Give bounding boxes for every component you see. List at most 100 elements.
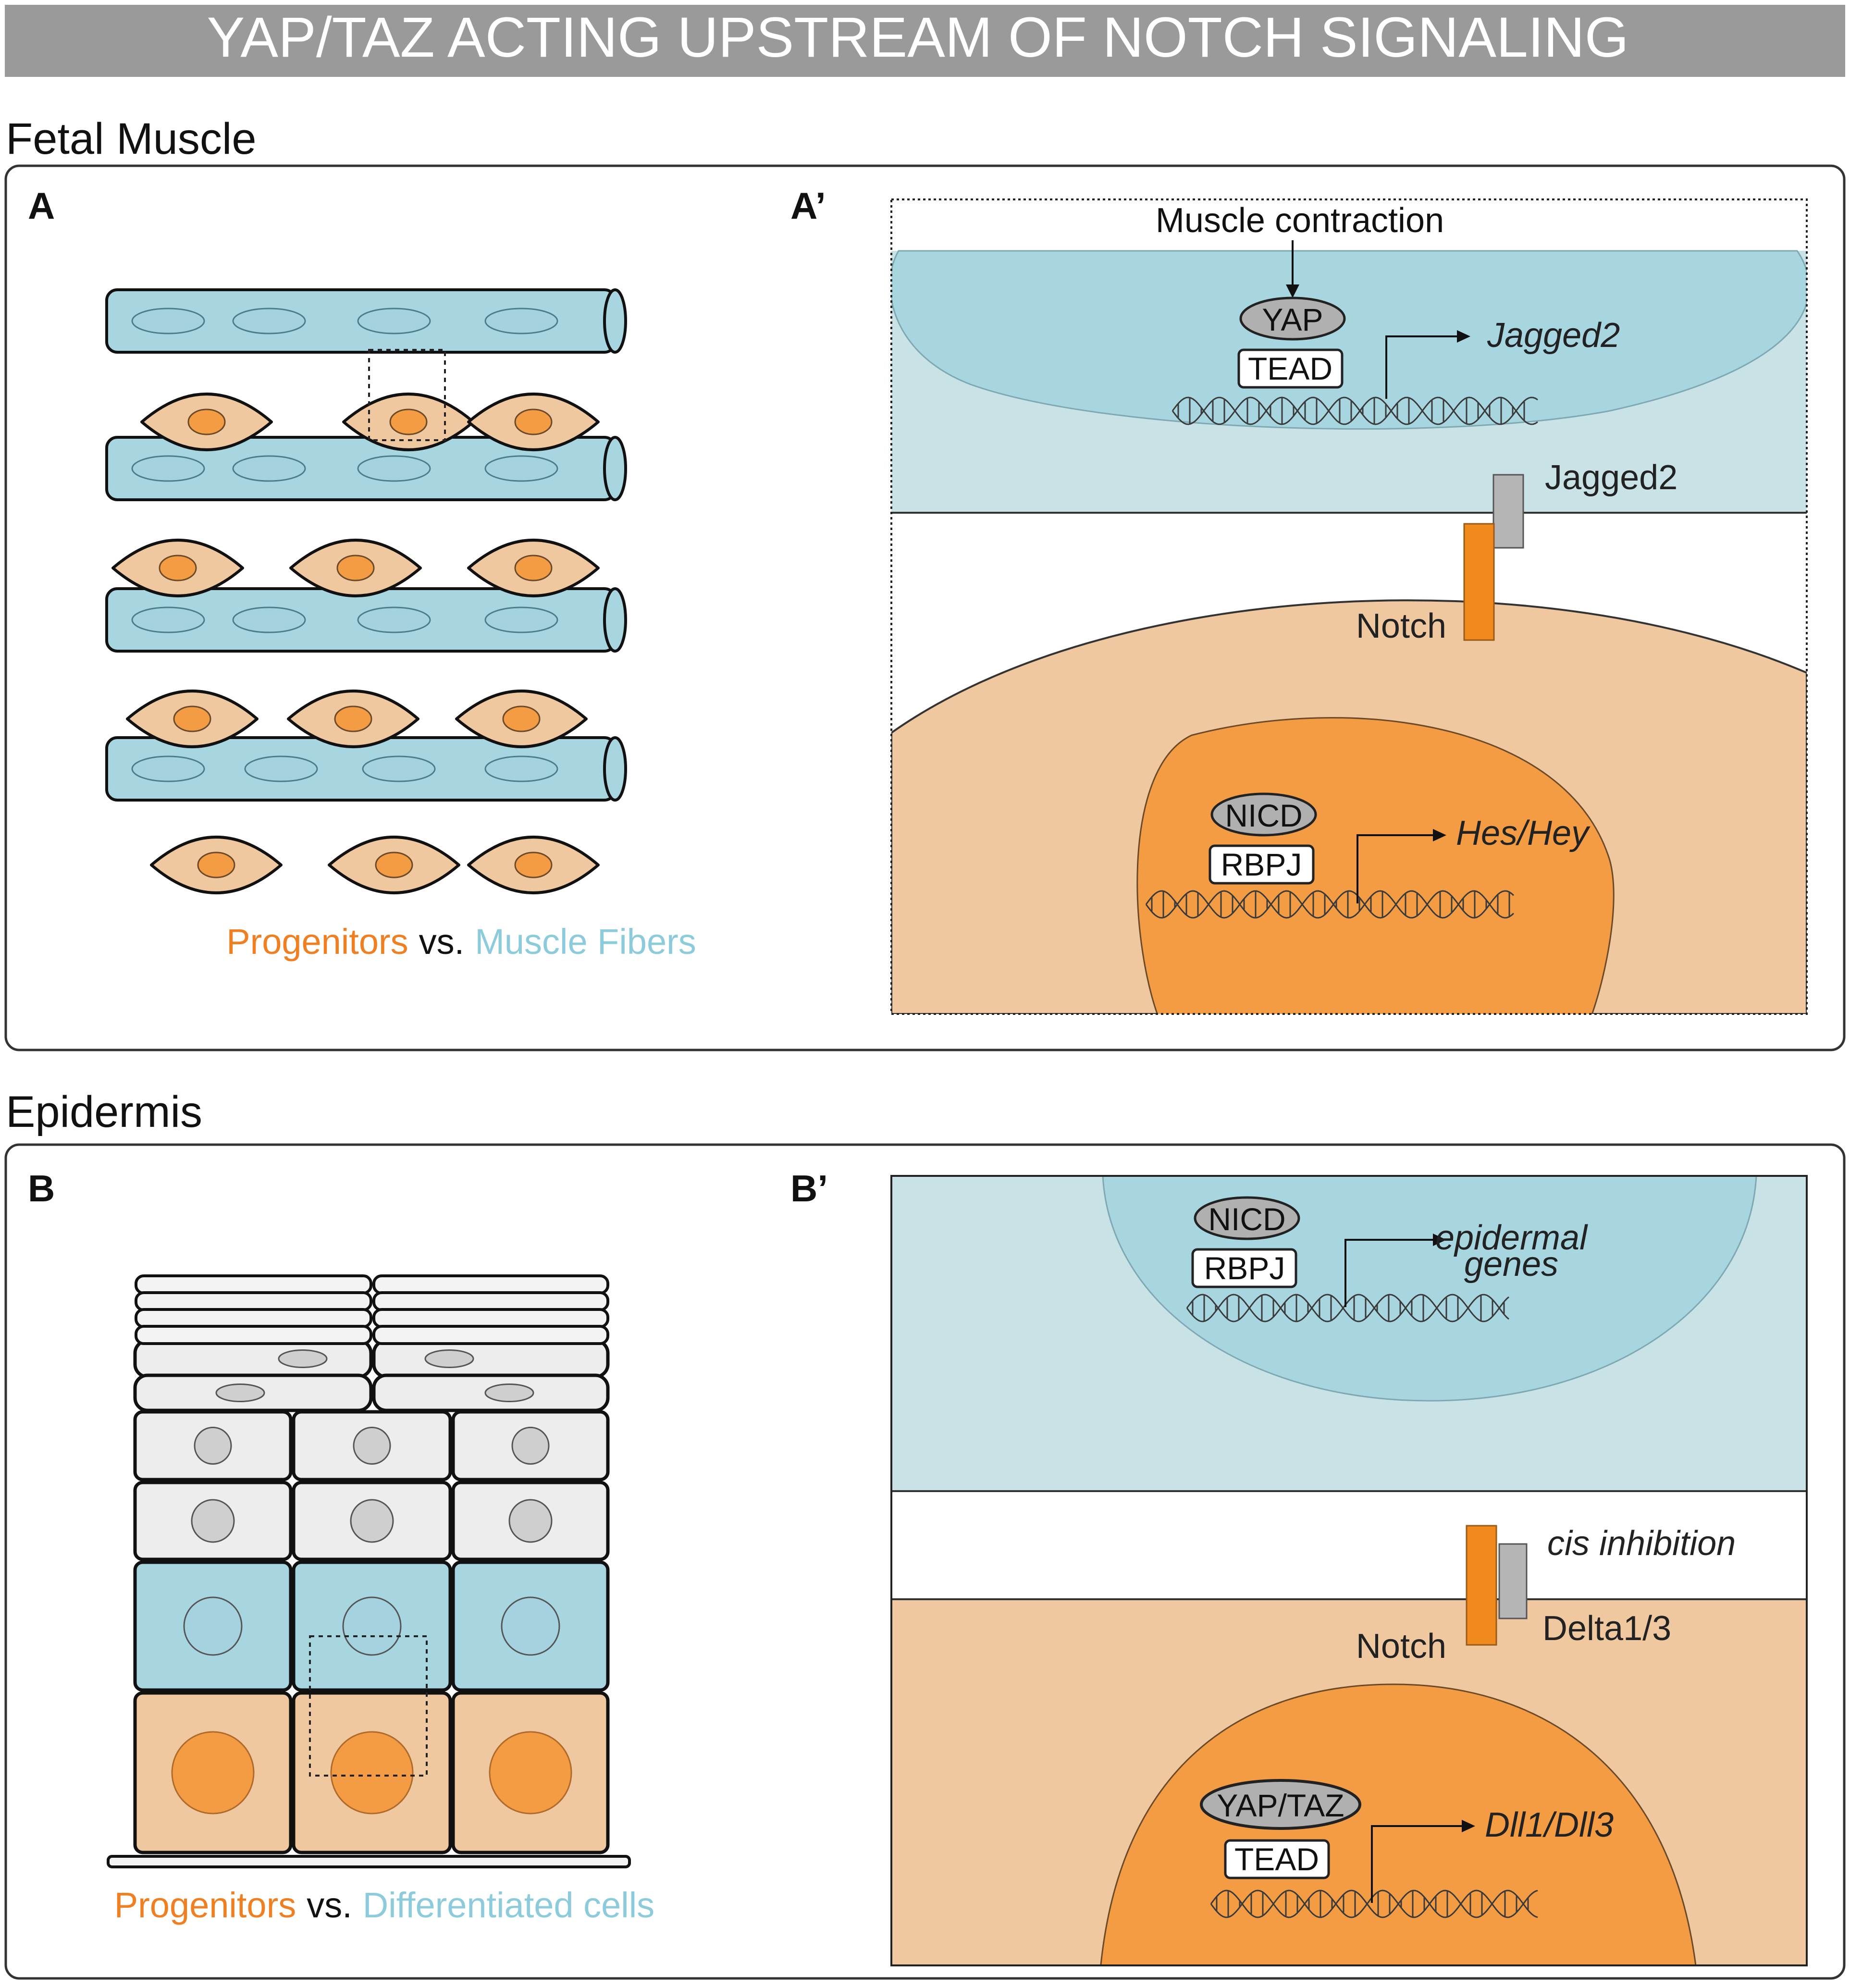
fiber-nucleus — [891, 250, 1807, 430]
delta-ligand — [1498, 1543, 1528, 1619]
panel-label-a-prime: A’ — [790, 185, 826, 227]
fiber-nucleus — [357, 455, 431, 482]
progenitor-nucleus — [159, 555, 197, 581]
tead-label: TEAD — [1248, 351, 1332, 386]
jagged2-ligand — [1492, 474, 1524, 549]
legend-a-progenitors: Progenitors — [226, 922, 408, 962]
cell-nucleus — [508, 1499, 553, 1543]
cornified-layer — [372, 1291, 609, 1311]
transcription-arrow-icon — [1462, 1820, 1475, 1832]
yap-protein — [1239, 296, 1346, 341]
cell-nucleus — [171, 1731, 255, 1815]
dna-strand — [1172, 396, 1538, 425]
progenitor-nucleus — [514, 555, 553, 581]
dll-genes-label: Dll1/Dll3 — [1485, 1806, 1614, 1844]
nicd-label: NICD — [1208, 1201, 1285, 1237]
fiber-end-cap — [603, 587, 627, 653]
cornified-layer — [372, 1308, 609, 1328]
a-prime-illustration — [891, 250, 1807, 1014]
legend-a: Progenitors vs.Muscle Fibers — [226, 922, 696, 962]
cell-nucleus — [353, 1427, 391, 1465]
cis-inhibition-label: cis inhibition — [1547, 1524, 1736, 1563]
dna-strand — [1210, 1889, 1538, 1918]
progenitor-nucleus — [514, 852, 553, 878]
yaptaz-protein — [1200, 1779, 1361, 1830]
fiber-nucleus — [131, 606, 205, 633]
fiber-nucleus — [244, 755, 318, 782]
cell-nucleus — [194, 1427, 232, 1465]
progenitor-nucleus — [197, 852, 235, 878]
rbpj-box — [1191, 1248, 1297, 1288]
dna-strand — [1186, 1294, 1509, 1322]
jagged2-ligand-label: Jagged2 — [1545, 458, 1677, 497]
flattened-nucleus — [424, 1349, 474, 1368]
cornified-layer — [135, 1291, 372, 1311]
fiber-nucleus — [362, 755, 436, 782]
epidermis-diagram — [107, 1274, 631, 1868]
cell-nucleus — [511, 1427, 550, 1465]
notch-receptor — [1463, 523, 1495, 641]
flattened-nucleus — [215, 1383, 265, 1402]
fiber-nucleus — [131, 755, 205, 782]
fiber-nucleus — [357, 606, 431, 633]
tead-box — [1224, 1839, 1330, 1879]
muscle-fiber-diagram — [105, 288, 627, 894]
progenitor-nucleus — [187, 408, 226, 435]
progenitor-nucleus — [502, 705, 541, 732]
b-prime-illustration — [891, 1176, 1807, 1965]
transcription-arrow-icon — [1457, 330, 1470, 343]
hes-hey-label: Hes/Hey — [1456, 814, 1591, 852]
legend-a-muscle-fibers: Muscle Fibers — [475, 922, 696, 962]
cell-nucleus — [342, 1596, 402, 1656]
cell-nucleus — [330, 1731, 414, 1815]
fiber-nucleus — [484, 606, 558, 633]
dna-strand — [1172, 396, 1538, 425]
intercellular-space — [891, 1491, 1807, 1599]
fiber-end-cap — [603, 736, 627, 802]
fiber-end-cap — [603, 288, 627, 354]
nicd-protein — [1194, 1196, 1300, 1240]
dna-strand — [1210, 1889, 1538, 1918]
cell-nucleus — [183, 1596, 243, 1656]
notch-label: Notch — [1356, 607, 1446, 645]
legend-a-vs: vs. — [419, 922, 465, 962]
tead-label: TEAD — [1234, 1841, 1319, 1877]
legend-b-vs: vs. — [307, 1885, 352, 1925]
fiber-nucleus — [232, 455, 306, 482]
b-prime-frame — [890, 1175, 1808, 1966]
cell-nucleus — [501, 1596, 560, 1656]
nicd-label: NICD — [1225, 798, 1302, 833]
granular-cell — [372, 1339, 610, 1379]
muscle-contraction-label: Muscle contraction — [1156, 201, 1444, 240]
cell-nucleus — [191, 1499, 235, 1543]
jagged2-gene-label: Jagged2 — [1487, 316, 1620, 355]
cell-nucleus — [350, 1499, 394, 1543]
rbpj-label: RBPJ — [1204, 1250, 1285, 1286]
cornified-layer — [135, 1308, 372, 1328]
a-prime-frame — [890, 198, 1808, 1015]
dna-helix-icon — [1172, 396, 1538, 425]
granular-cell — [133, 1339, 373, 1379]
notch-receptor — [1466, 1525, 1497, 1646]
panel-label-b-prime: B’ — [790, 1167, 828, 1210]
cornified-layer — [135, 1325, 372, 1345]
progenitor-nucleus — [336, 555, 375, 581]
transcription-arrow-icon — [1433, 1234, 1446, 1246]
progenitor-nucleus — [514, 408, 553, 435]
zoom-region-box — [368, 349, 446, 441]
cornified-layer — [372, 1274, 609, 1295]
fiber-nucleus — [232, 606, 306, 633]
epidermal-genes-line2: genes — [1464, 1245, 1558, 1284]
fiber-nucleus — [484, 308, 558, 334]
fiber-end-cap — [603, 436, 627, 501]
fiber-nucleus — [131, 455, 205, 482]
legend-b-differentiated: Differentiated cells — [363, 1885, 654, 1925]
rbpj-box — [1209, 844, 1315, 885]
cell-nucleus — [489, 1731, 572, 1815]
transcription-arrow-icon — [1433, 829, 1446, 841]
dna-helix-icon — [1186, 1294, 1509, 1322]
rbpj-label: RBPJ — [1221, 847, 1302, 882]
